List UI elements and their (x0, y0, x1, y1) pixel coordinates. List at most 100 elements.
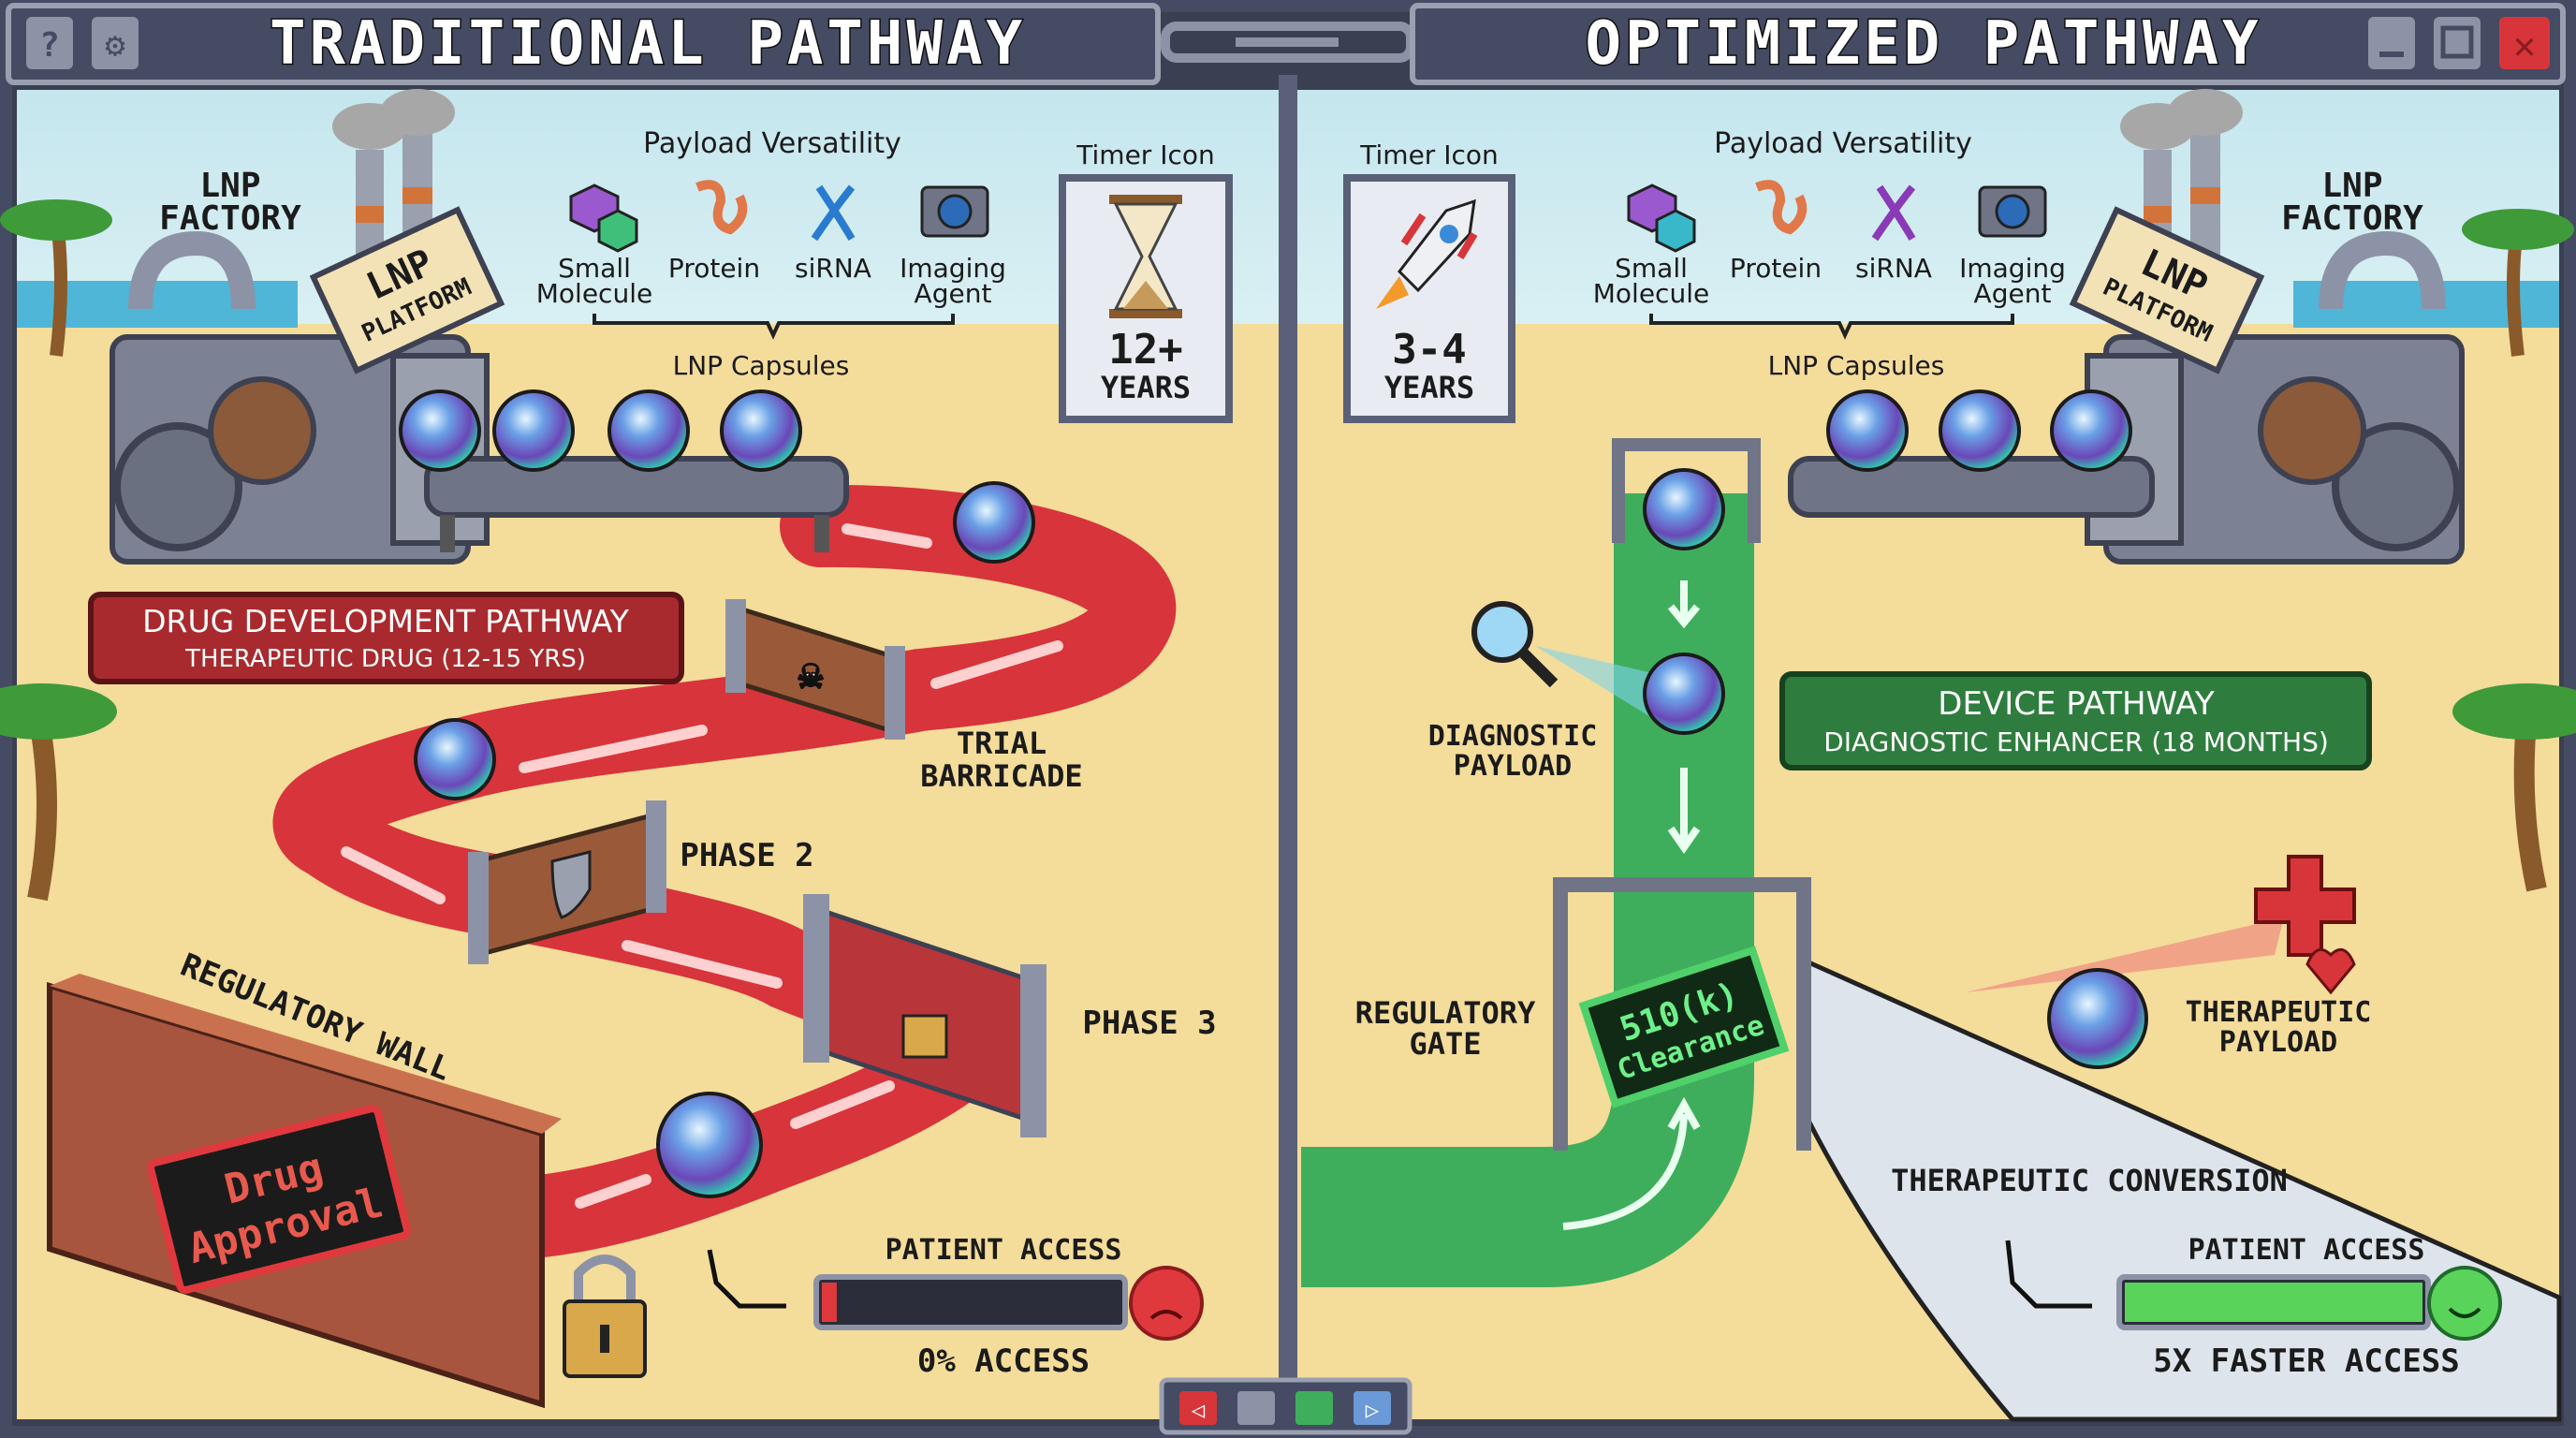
left-platform-sign: LNP PLATFORM (309, 206, 505, 374)
left-capsules-label: LNP Capsules (673, 350, 850, 381)
bottom-control-bar: ◁ ▷ (1159, 1377, 1412, 1435)
access-result: 5X FASTER ACCESS (2153, 1343, 2460, 1380)
pathway-box-subtitle: DIAGNOSTIC ENHANCER (18 MONTHS) (1823, 726, 2329, 757)
palm-tree-right-mid (2452, 683, 2576, 892)
access-bar-fill (2125, 1283, 2422, 1322)
pathway-box-title: DEVICE PATHWAY (1938, 685, 2215, 723)
therapeutic-capsule (2047, 968, 2148, 1069)
right-timer-card: Timer Icon 3-4 YEARS (1343, 139, 1515, 423)
rocket-icon (1376, 198, 1478, 309)
minimize-button[interactable] (2368, 17, 2415, 69)
timer-title: Timer Icon (1359, 139, 1498, 170)
chain-link (1161, 22, 1415, 63)
skull-icon: ☠ (798, 651, 824, 698)
left-title: TRADITIONAL PATHWAY (270, 9, 1026, 79)
right-title-bar: OPTIMIZED PATHWAY ✕ (1410, 3, 2566, 85)
lnp-capsule (414, 718, 496, 800)
help-button[interactable] (26, 17, 73, 69)
lnp-capsule (492, 389, 575, 472)
left-payload-labels: Small Molecule Protein siRNA Imaging Age… (536, 253, 1006, 309)
payload-label: siRNA (1855, 253, 1932, 284)
payload-label: Agent (915, 278, 992, 309)
lnp-capsule (1939, 389, 2021, 472)
payload-bracket (593, 314, 955, 340)
dna-icon (1871, 184, 1916, 242)
arrow-icon (2005, 1240, 2092, 1309)
window-button[interactable] (1237, 1391, 1275, 1425)
protein-icon (695, 180, 748, 235)
close-button[interactable] (2499, 17, 2550, 69)
drug-approval-sign: Drug Approval (147, 1105, 411, 1294)
timer-title: Timer Icon (1076, 139, 1214, 170)
access-bar-track (813, 1274, 1128, 1330)
green-path-arrows (1562, 580, 1701, 1230)
right-factory-label: LNP (2321, 167, 2382, 205)
payload-label: Agent (1974, 278, 2052, 309)
molecule-icon (569, 183, 638, 253)
right-payload-title: Payload Versatility (1714, 127, 1972, 160)
arrow-icon (707, 1249, 786, 1309)
diagnostic-payload-label-line2: PAYLOAD (1454, 750, 1572, 783)
payload-label: Imaging (900, 253, 1006, 284)
therapeutic-payload-label: THERAPEUTIC (2186, 996, 2372, 1029)
gear-icon: ⚙ (105, 26, 125, 65)
settings-button[interactable] (92, 17, 139, 69)
left-factory-label: LNP (199, 167, 260, 205)
left-factory-label-line2: FACTORY (159, 199, 301, 238)
back-button[interactable] (1179, 1391, 1217, 1425)
play-icon: ▷ (1366, 1397, 1380, 1423)
payload-label: Protein (668, 253, 760, 284)
lnp-capsule (1643, 653, 1725, 735)
lnp-capsule (656, 1092, 763, 1198)
wall-padlock-icon (563, 1255, 647, 1378)
stop-button[interactable] (1295, 1391, 1333, 1425)
play-button[interactable] (1354, 1391, 1391, 1425)
timer-value: 3-4 (1392, 326, 1466, 374)
lnp-capsule (2050, 389, 2132, 472)
regulatory-gate-label-line2: GATE (1409, 1026, 1481, 1062)
left-payload-title: Payload Versatility (643, 127, 901, 160)
access-bar-fill (822, 1283, 837, 1322)
right-patient-access: PATIENT ACCESS 5X FASTER ACCESS (2005, 1234, 2502, 1380)
therapeutic-payload-label-line2: PAYLOAD (2219, 1026, 2337, 1059)
lnp-capsule (720, 389, 802, 472)
left-patient-access: PATIENT ACCESS 0% ACCESS (707, 1234, 1204, 1380)
lnp-capsule (1643, 468, 1725, 550)
phase3-gate (803, 894, 1046, 1137)
payload-label: Imaging (1959, 253, 2066, 284)
clearance-sign: 510(k) Clearance (1578, 946, 1790, 1108)
minimize-icon (2379, 51, 2404, 57)
payload-label: siRNA (795, 253, 871, 284)
trial-barricade-label: TRIAL (957, 726, 1046, 761)
phase2-barricade (468, 800, 666, 964)
lnp-capsule (1826, 389, 1909, 472)
center-divider (1279, 75, 1297, 1423)
lnp-capsule (953, 481, 1035, 564)
maximize-icon (2440, 25, 2474, 59)
right-capsules-label: LNP Capsules (1768, 350, 1945, 381)
trial-barricade: ☠ (725, 599, 905, 740)
payload-label: Molecule (1593, 278, 1709, 309)
right-capsules (1643, 389, 2132, 735)
phase2-label: PHASE 2 (680, 837, 813, 874)
magnifier-icon (1471, 601, 1657, 721)
molecule-icon (1627, 183, 1696, 253)
phase3-label: PHASE 3 (1082, 1005, 1216, 1042)
lnp-capsule (607, 389, 690, 472)
dna-icon (811, 184, 856, 242)
right-payload-icons (1627, 180, 2047, 253)
access-result: 0% ACCESS (917, 1343, 1090, 1380)
pathway-box-title: DRUG DEVELOPMENT PATHWAY (142, 603, 630, 639)
help-icon: ? (39, 26, 60, 65)
right-factory-label-line2: FACTORY (2281, 199, 2423, 238)
padlock-icon (901, 1014, 948, 1059)
palm-tree-left-top (0, 199, 112, 357)
payload-label: Protein (1730, 253, 1822, 284)
payload-label: Molecule (536, 278, 652, 309)
close-icon: ✕ (2513, 24, 2536, 67)
left-title-bar: ? ⚙ TRADITIONAL PATHWAY (6, 3, 1161, 85)
shield-icon (550, 850, 592, 919)
drug-development-pathway-box: DRUG DEVELOPMENT PATHWAY THERAPEUTIC DRU… (88, 592, 684, 684)
top-arch-gate (1612, 438, 1761, 543)
sad-face-icon (1129, 1266, 1204, 1341)
